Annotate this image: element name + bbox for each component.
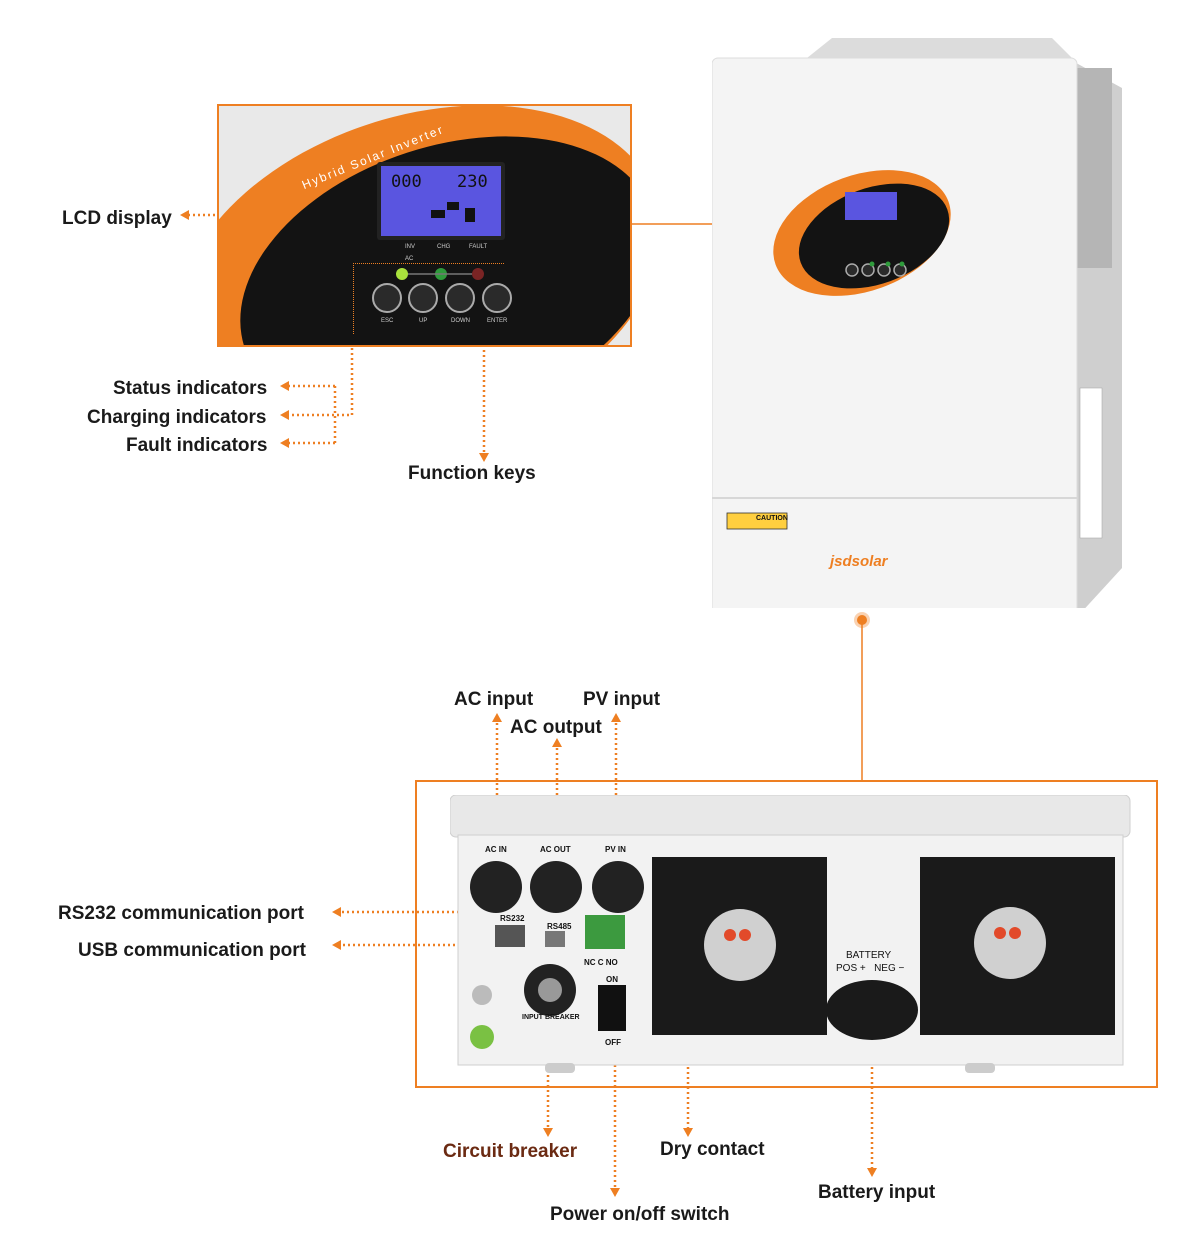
bottom-panel-frame (415, 780, 1158, 1088)
indicator-ac-label: AC (405, 256, 414, 262)
brand-logo: jsdsolar (830, 553, 888, 570)
ac-out-tag: AC OUT (540, 845, 571, 854)
label-ac-input: AC input (454, 689, 534, 710)
indicator-bracket (353, 263, 504, 334)
rs232-tag: RS232 (500, 914, 525, 923)
lcd-readout-right: 230 (457, 172, 488, 192)
label-ac-output: AC output (510, 717, 602, 738)
pv-in-tag: PV IN (605, 845, 626, 854)
label-function-keys: Function keys (408, 463, 536, 484)
label-fault-indicators: Fault indicators (126, 435, 268, 456)
key-down-label: DOWN (451, 318, 470, 324)
lcd-readout-left: 000 (391, 172, 422, 192)
ac-in-tag: AC IN (485, 845, 507, 854)
indicator-fault-label: FAULT (469, 244, 488, 250)
battery-tag: BATTERY (846, 950, 892, 961)
label-circuit-breaker: Circuit breaker (443, 1141, 578, 1162)
pos-neg-tag: POS + NEG − (836, 963, 905, 974)
key-esc-label: ESC (381, 318, 394, 324)
caution-label: CAUTION (756, 515, 788, 522)
indicator-chg-label: CHG (437, 244, 451, 250)
input-breaker-tag: INPUT BREAKER (522, 1014, 580, 1021)
label-lcd-display: LCD display (62, 208, 172, 229)
label-pv-input: PV input (583, 689, 661, 710)
key-up-label: UP (419, 318, 428, 324)
label-usb-port: USB communication port (78, 940, 307, 961)
label-battery-input: Battery input (818, 1182, 936, 1203)
off-tag: OFF (605, 1038, 621, 1047)
bottom-panel-drawing (450, 795, 1131, 1073)
rs485-tag: RS485 (547, 922, 572, 931)
label-rs232-port: RS232 communication port (58, 903, 304, 924)
label-power-switch: Power on/off switch (550, 1204, 730, 1225)
front-panel-zoom: Hybrid Solar Inverter 000 230 INV AC CHG… (217, 104, 632, 347)
on-tag: ON (606, 975, 618, 984)
indicator-inv-label: INV (405, 244, 416, 250)
label-charging-indicators: Charging indicators (87, 407, 267, 428)
dry-contact-tag: NC C NO (584, 958, 618, 967)
inverter-body (712, 38, 1122, 608)
label-status-indicators: Status indicators (113, 378, 268, 399)
key-enter-label: ENTER (487, 318, 508, 324)
front-panel-drawing (219, 106, 630, 345)
label-dry-contact: Dry contact (660, 1139, 765, 1160)
inverter-device: CAUTION jsdsolar (712, 38, 1122, 628)
